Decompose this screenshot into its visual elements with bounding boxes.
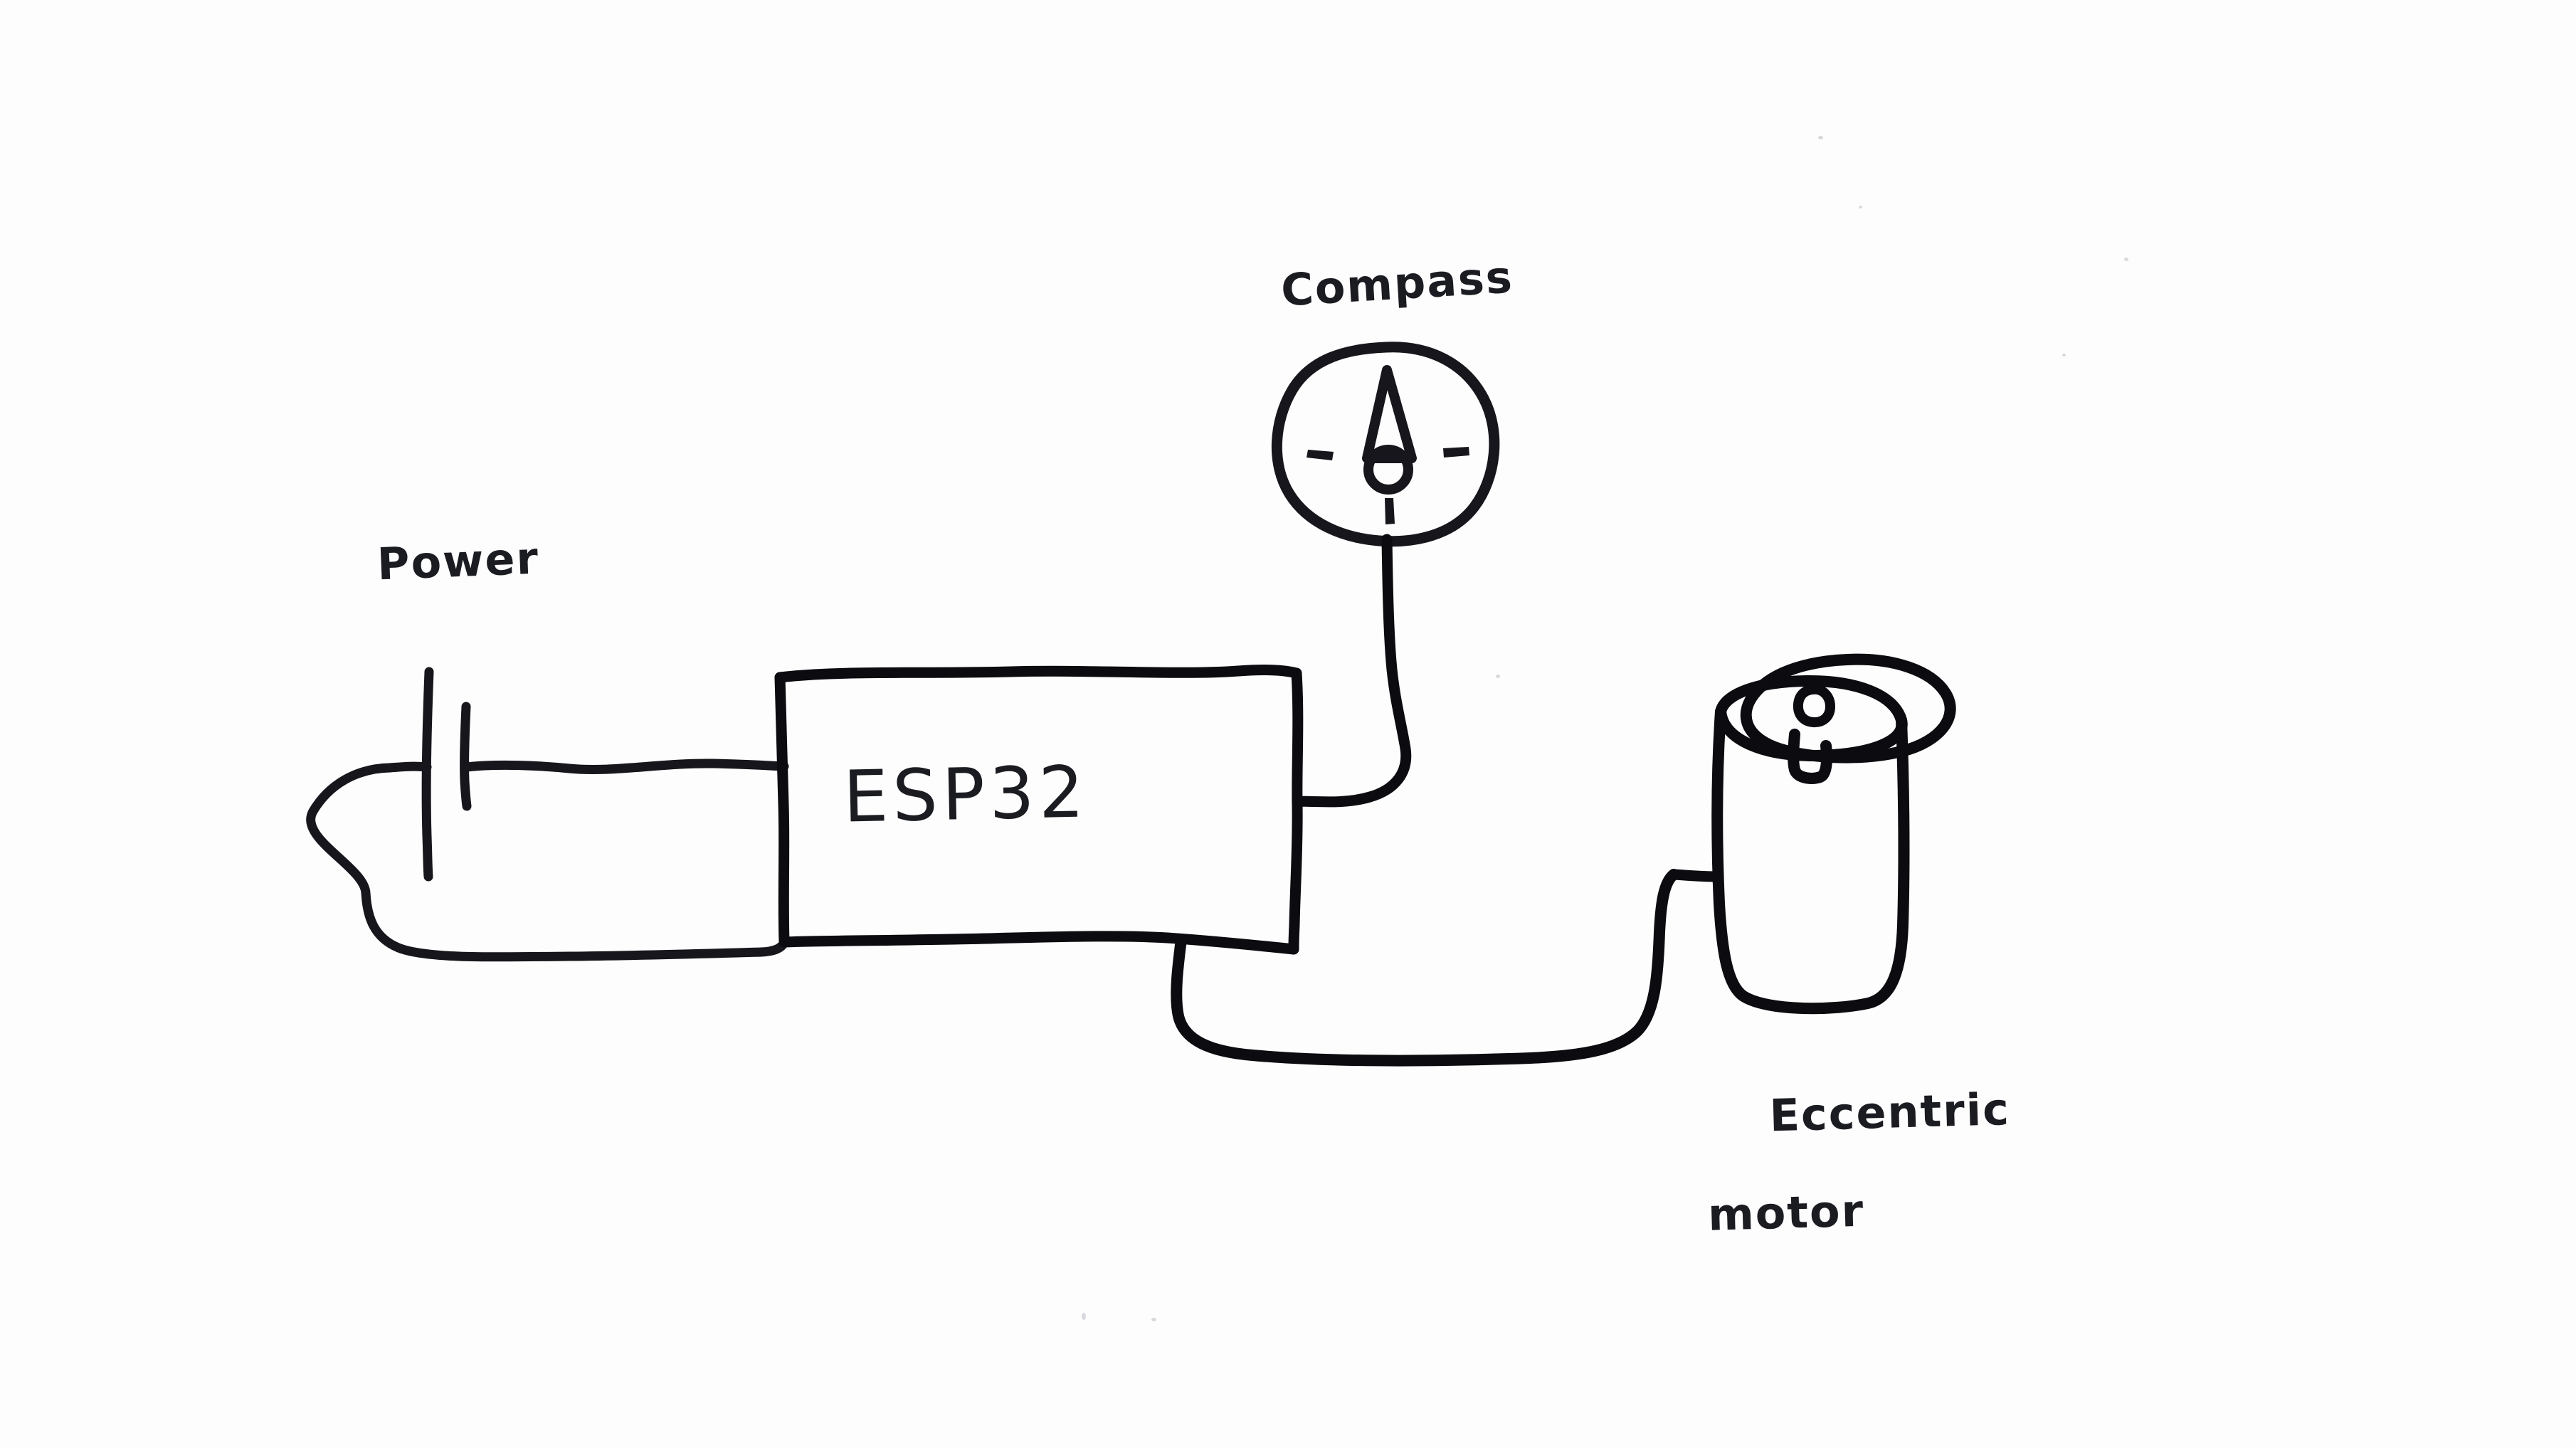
motor-cylinder-body: [1711, 706, 1910, 1015]
wire-motor-terminal-stub: [1668, 869, 1724, 882]
battery-short-plate: [460, 702, 472, 811]
power-label: Power: [376, 532, 541, 591]
esp32-box-right-edge: [1288, 667, 1304, 955]
eccentric-motor-label-line1: Eccentric: [1768, 1083, 2011, 1142]
wire-esp32-to-motor-group: [1171, 869, 1679, 1067]
compass-tick-south: [1385, 498, 1395, 524]
paper-speck: [2062, 354, 2066, 356]
compass-tick-west: [1307, 450, 1334, 460]
compass-needle-pivot: [1363, 445, 1413, 495]
motor-eccentric-weight: [1740, 653, 1956, 763]
power-source-group: [306, 667, 789, 962]
wire-battery-to-esp32-top: [462, 759, 789, 774]
battery-long-plate: [421, 667, 434, 882]
compass-group: [1271, 342, 1500, 808]
compass-needle: [1362, 365, 1417, 463]
motor-shaft-bracket: [1788, 729, 1832, 784]
paper-speck: [1082, 1313, 1086, 1320]
wire-compass-to-esp32: [1292, 534, 1412, 808]
eccentric-motor-label: Eccentric motor: [1701, 1042, 2016, 1327]
paper-speck: [2124, 258, 2128, 261]
eccentric-motor-group: [1668, 653, 1956, 1015]
wire-esp32-to-motor: [1171, 869, 1679, 1067]
compass-tick-east: [1443, 447, 1469, 458]
paper-speck: [1496, 675, 1500, 678]
esp32-box-bottom-edge: [778, 931, 1299, 955]
paper-speck: [1151, 1318, 1156, 1321]
wire-battery-left-stub: [385, 761, 432, 773]
esp32-block-group: [774, 665, 1304, 955]
motor-weight-hole: [1793, 684, 1835, 728]
compass-dial-circle: [1271, 342, 1500, 547]
eccentric-motor-label-line2: motor: [1707, 1184, 1866, 1241]
esp32-box-top-edge: [774, 665, 1302, 683]
wire-battery-return-loop: [306, 763, 789, 962]
paper-speck: [1818, 136, 1823, 139]
esp32-box-left-edge: [774, 672, 790, 948]
paper-speck: [1859, 206, 1862, 208]
esp32-label: ESP32: [842, 750, 1089, 839]
